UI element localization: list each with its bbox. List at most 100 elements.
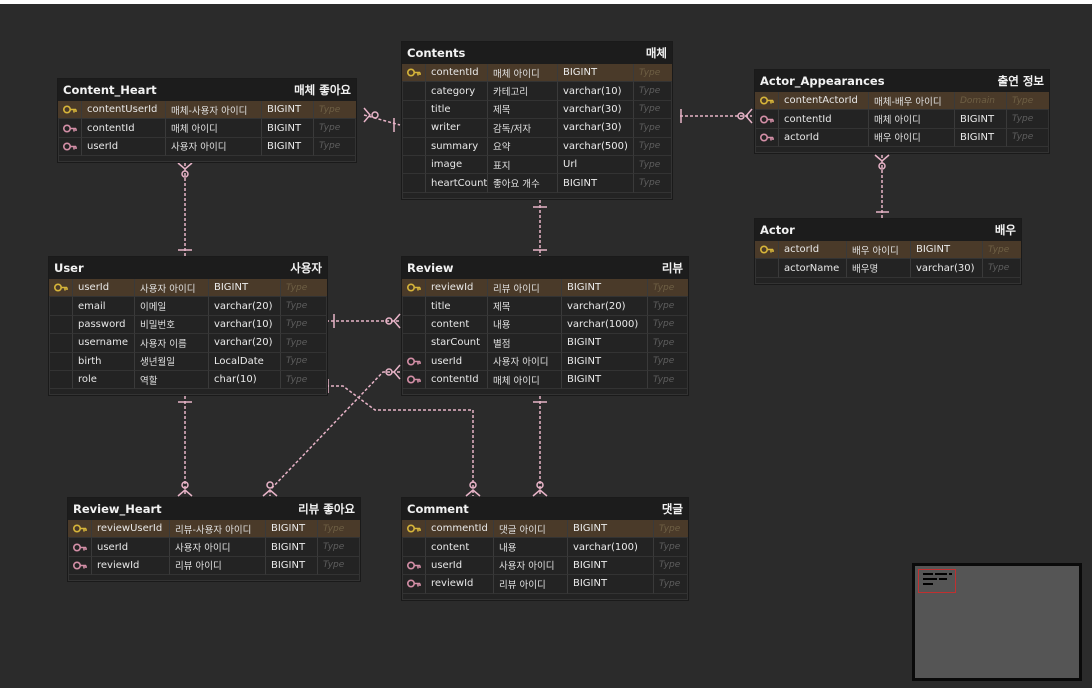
column-type-placeholder: Type — [654, 538, 688, 557]
primary-key-icon — [402, 520, 426, 539]
column-name: userId — [426, 352, 488, 371]
column-type-placeholder: Type — [634, 82, 672, 101]
column-type: BIGINT — [562, 279, 648, 298]
column-type-placeholder: Type — [648, 371, 688, 390]
column-name: contentId — [426, 64, 488, 83]
minimap-viewport[interactable] — [918, 569, 956, 593]
column-name: reviewUserId — [92, 520, 170, 539]
column-type-placeholder: Type — [281, 353, 327, 371]
primary-key-icon — [755, 241, 779, 260]
primary-key-icon — [402, 64, 426, 83]
column-logical-name: 사용자 아이디 — [494, 556, 568, 576]
minimap[interactable] — [912, 563, 1082, 681]
column-type: char(10) — [209, 370, 281, 390]
column-type-placeholder: Type — [634, 138, 672, 156]
no-key-cell — [49, 315, 73, 335]
column-type-placeholder: Type — [318, 538, 360, 557]
column-name: reviewId — [426, 279, 488, 298]
column-type-placeholder: Type — [318, 520, 360, 539]
no-key-cell — [402, 155, 426, 175]
column-type-placeholder: Type — [314, 119, 356, 138]
column-type: BIGINT — [562, 334, 648, 353]
column-name: title — [426, 100, 488, 120]
column-type: BIGINT — [568, 575, 654, 594]
column-type: LocalDate — [209, 352, 281, 371]
no-key-cell — [402, 174, 426, 193]
column-logical-name: 비밀번호 — [135, 315, 209, 335]
column-logical-name: 제목 — [488, 100, 558, 120]
column-logical-name: 매체 아이디 — [166, 119, 262, 138]
column-name: userId — [73, 279, 135, 298]
foreign-key-icon — [68, 556, 92, 576]
no-key-cell — [49, 297, 73, 316]
column-name: role — [73, 370, 135, 390]
foreign-key-icon — [402, 575, 426, 594]
primary-key-icon — [49, 279, 73, 298]
column-name: contentUserId — [82, 101, 166, 120]
column-type-placeholder: Type — [1007, 110, 1049, 129]
no-key-cell — [402, 315, 426, 335]
column-type: Url — [558, 155, 634, 175]
column-type: BIGINT — [562, 370, 648, 390]
column-logical-name: 매체 아이디 — [488, 64, 558, 83]
column-logical-name: 생년월일 — [135, 352, 209, 371]
column-name: content — [426, 538, 494, 557]
column-logical-name: 내용 — [488, 315, 562, 335]
table-name: User — [54, 261, 84, 275]
column-name: actorId — [779, 241, 847, 260]
column-logical-name: 리뷰 아이디 — [488, 279, 562, 298]
column-type-placeholder: Type — [654, 520, 688, 539]
column-logical-name: 이메일 — [135, 297, 209, 316]
